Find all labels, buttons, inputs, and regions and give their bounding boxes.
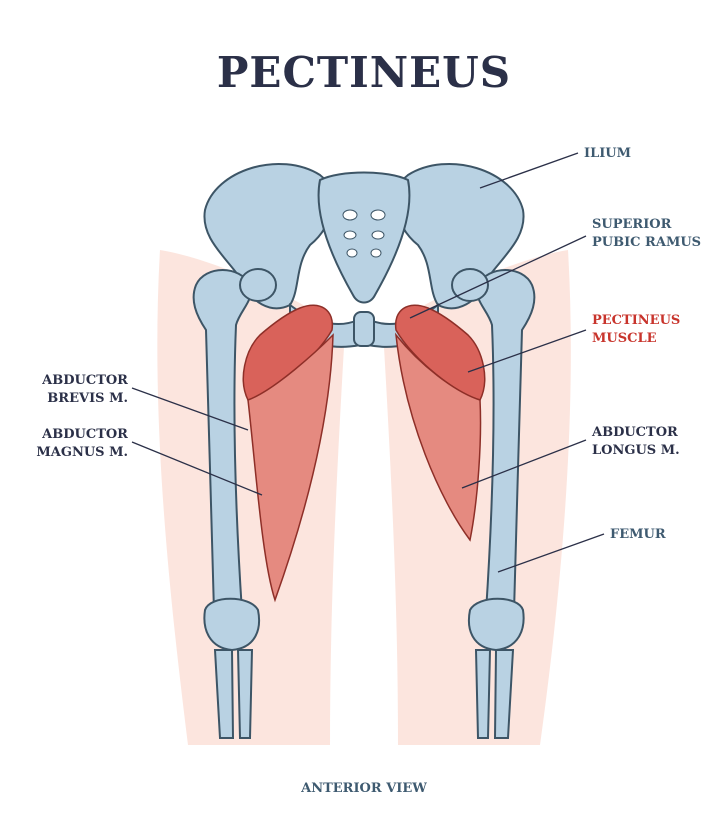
label-abductor-magnus-line-2: MAGNUS M.	[36, 445, 128, 460]
label-abductor-brevis-line-1: ABDUCTOR	[42, 373, 128, 388]
right-knee	[468, 597, 525, 652]
label-abductor-magnus: ABDUCTOR MAGNUS M.	[20, 426, 128, 462]
diagram-title: PECTINEUS	[216, 48, 512, 97]
view-caption: ANTERIOR VIEW	[301, 781, 427, 796]
left-knee	[203, 597, 260, 652]
pubic-symphysis	[353, 311, 375, 347]
left-femoral-head	[239, 268, 277, 302]
label-abductor-brevis: ABDUCTOR BREVIS M.	[28, 372, 128, 408]
femurs	[192, 268, 536, 739]
abductor-brevis-leader	[131, 387, 249, 431]
label-abductor-longus-line-1: ABDUCTOR	[592, 425, 678, 440]
left-adductor-group	[247, 333, 334, 603]
superior-pubic-ramus-leader	[409, 235, 587, 319]
label-ilium: ILIUM	[584, 145, 631, 163]
pectineus-muscle-leader	[467, 329, 587, 373]
left-fibula	[236, 649, 254, 739]
label-pectineus-muscle-line-1: PECTINEUS	[592, 313, 681, 328]
ilium-leader	[479, 152, 579, 189]
muscles	[242, 304, 486, 603]
abductor-magnus-leader	[131, 441, 263, 496]
label-femur-line-1: FEMUR	[610, 527, 666, 542]
label-superior-pubic-ramus: SUPERIOR PUBIC RAMUS	[592, 216, 701, 252]
label-abductor-longus: ABDUCTOR LONGUS M.	[592, 424, 680, 460]
left-tibia	[213, 649, 235, 739]
sacral-foramina	[342, 209, 386, 258]
label-femur: FEMUR	[610, 526, 666, 544]
right-adductor-group	[394, 332, 482, 542]
right-fibula	[474, 649, 492, 739]
label-abductor-brevis-line-2: BREVIS M.	[47, 391, 128, 406]
label-pectineus-muscle: PECTINEUS MUSCLE	[592, 312, 680, 348]
label-abductor-magnus-line-1: ABDUCTOR	[42, 427, 128, 442]
right-femoral-head	[451, 268, 489, 302]
sacrum-bone	[317, 171, 411, 304]
label-abductor-longus-line-2: LONGUS M.	[592, 443, 680, 458]
label-ilium-line-1: ILIUM	[584, 146, 632, 161]
leader-lines	[131, 152, 605, 573]
label-superior-pubic-ramus-line-2: PUBIC RAMUS	[592, 235, 702, 250]
femur-leader	[497, 533, 605, 573]
right-tibia	[493, 649, 515, 739]
abductor-longus-leader	[461, 439, 587, 489]
label-superior-pubic-ramus-line-1: SUPERIOR	[592, 217, 672, 232]
label-pectineus-muscle-line-2: MUSCLE	[592, 331, 657, 346]
